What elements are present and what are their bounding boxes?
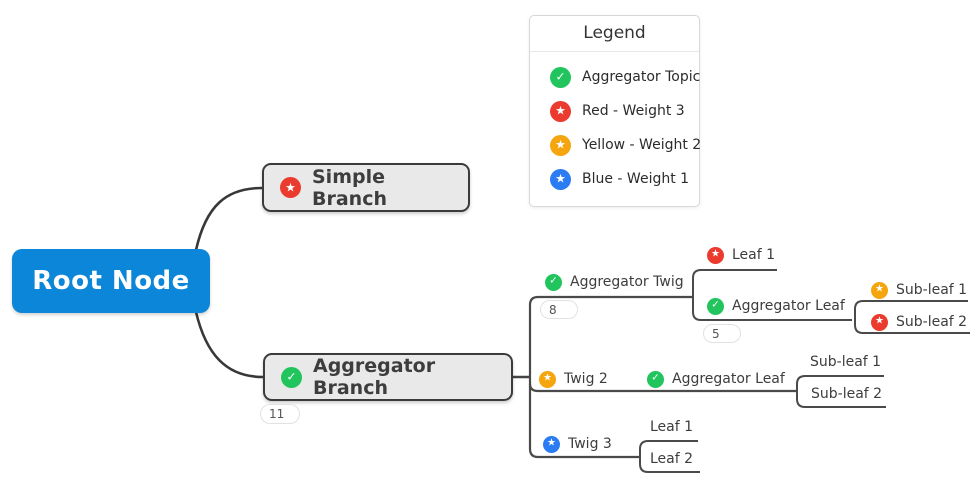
node-label: Simple Branch (312, 165, 387, 210)
node-leaf-1-top[interactable]: ★ Leaf 1 (707, 246, 775, 264)
node-label: Aggregator Leaf (732, 298, 845, 314)
node-leaf-2-bottom[interactable]: Leaf 2 (650, 450, 693, 468)
legend-item-blue-weight-1: ★ Blue - Weight 1 (530, 162, 699, 196)
node-twig-2[interactable]: ★ Twig 2 (539, 370, 608, 388)
root-node[interactable]: Root Node (12, 249, 210, 313)
green-check-icon: ✓ (545, 273, 562, 291)
collapse-count-badge[interactable]: 5 (703, 324, 741, 343)
node-leaf-1-bottom[interactable]: Leaf 1 (650, 418, 693, 436)
yellow-star-icon: ★ (539, 370, 556, 388)
node-label: Twig 3 (568, 436, 612, 452)
node-label: Sub-leaf 2 (811, 386, 883, 402)
legend-panel: Legend ✓ Aggregator Topic ★ Red - Weight… (529, 15, 702, 207)
red-star-icon: ★ (871, 313, 888, 331)
legend-item-label: Yellow - Weight 2 (582, 137, 702, 153)
legend-title: Legend (530, 16, 699, 52)
green-check-icon: ✓ (550, 66, 571, 88)
node-label: Leaf 1 (732, 247, 776, 263)
node-aggregator-branch[interactable]: ✓ Aggregator Branch (263, 353, 513, 401)
yellow-star-icon: ★ (550, 134, 571, 156)
connector-root-to-aggregator-branch (194, 311, 264, 379)
legend-item-label: Red - Weight 3 (582, 103, 685, 119)
node-label: Sub-leaf 2 (896, 314, 968, 330)
node-twig-3[interactable]: ★ Twig 3 (543, 435, 612, 453)
node-sub-leaf-2-top[interactable]: ★ Sub-leaf 2 (871, 313, 967, 331)
node-label: Sub-leaf 1 (896, 282, 968, 298)
legend-items: ✓ Aggregator Topic ★ Red - Weight 3 ★ Ye… (530, 52, 702, 206)
node-sub-leaf-2-mid[interactable]: Sub-leaf 2 (811, 385, 882, 403)
node-label: Aggregator Leaf (672, 371, 785, 387)
node-aggregator-leaf-mid[interactable]: ✓ Aggregator Leaf (647, 370, 785, 388)
legend-item-label: Blue - Weight 1 (582, 171, 690, 187)
legend-item-yellow-weight-2: ★ Yellow - Weight 2 (530, 128, 702, 162)
node-sub-leaf-1-mid[interactable]: Sub-leaf 1 (810, 353, 881, 371)
green-check-icon: ✓ (707, 297, 724, 315)
node-label: Leaf 1 (650, 419, 694, 435)
node-simple-branch[interactable]: ★ Simple Branch (262, 163, 470, 212)
blue-star-icon: ★ (550, 168, 571, 190)
red-star-icon: ★ (280, 177, 301, 198)
green-check-icon: ✓ (281, 366, 302, 388)
connector-root-to-simple-branch (194, 186, 263, 251)
green-check-icon: ✓ (647, 370, 664, 388)
blue-star-icon: ★ (543, 435, 560, 453)
node-label: Leaf 2 (650, 451, 694, 467)
legend-item-aggregator-topic: ✓ Aggregator Topic (530, 60, 701, 94)
node-aggregator-twig[interactable]: ✓ Aggregator Twig (545, 273, 684, 291)
node-label: Aggregator Branch (313, 355, 436, 399)
node-sub-leaf-1-top[interactable]: ★ Sub-leaf 1 (871, 281, 967, 299)
root-node-label: Root Node (32, 266, 190, 296)
red-star-icon: ★ (707, 246, 724, 264)
collapse-count-badge[interactable]: 11 (260, 404, 300, 424)
node-aggregator-leaf-top[interactable]: ✓ Aggregator Leaf (707, 297, 845, 315)
node-label: Aggregator Twig (570, 274, 684, 290)
node-label: Sub-leaf 1 (810, 354, 882, 370)
node-label: Twig 2 (564, 371, 608, 387)
legend-item-label: Aggregator Topic (582, 69, 701, 85)
yellow-star-icon: ★ (871, 281, 888, 299)
collapse-count-badge[interactable]: 8 (540, 300, 578, 319)
red-star-icon: ★ (550, 100, 571, 122)
legend-item-red-weight-3: ★ Red - Weight 3 (530, 94, 699, 128)
